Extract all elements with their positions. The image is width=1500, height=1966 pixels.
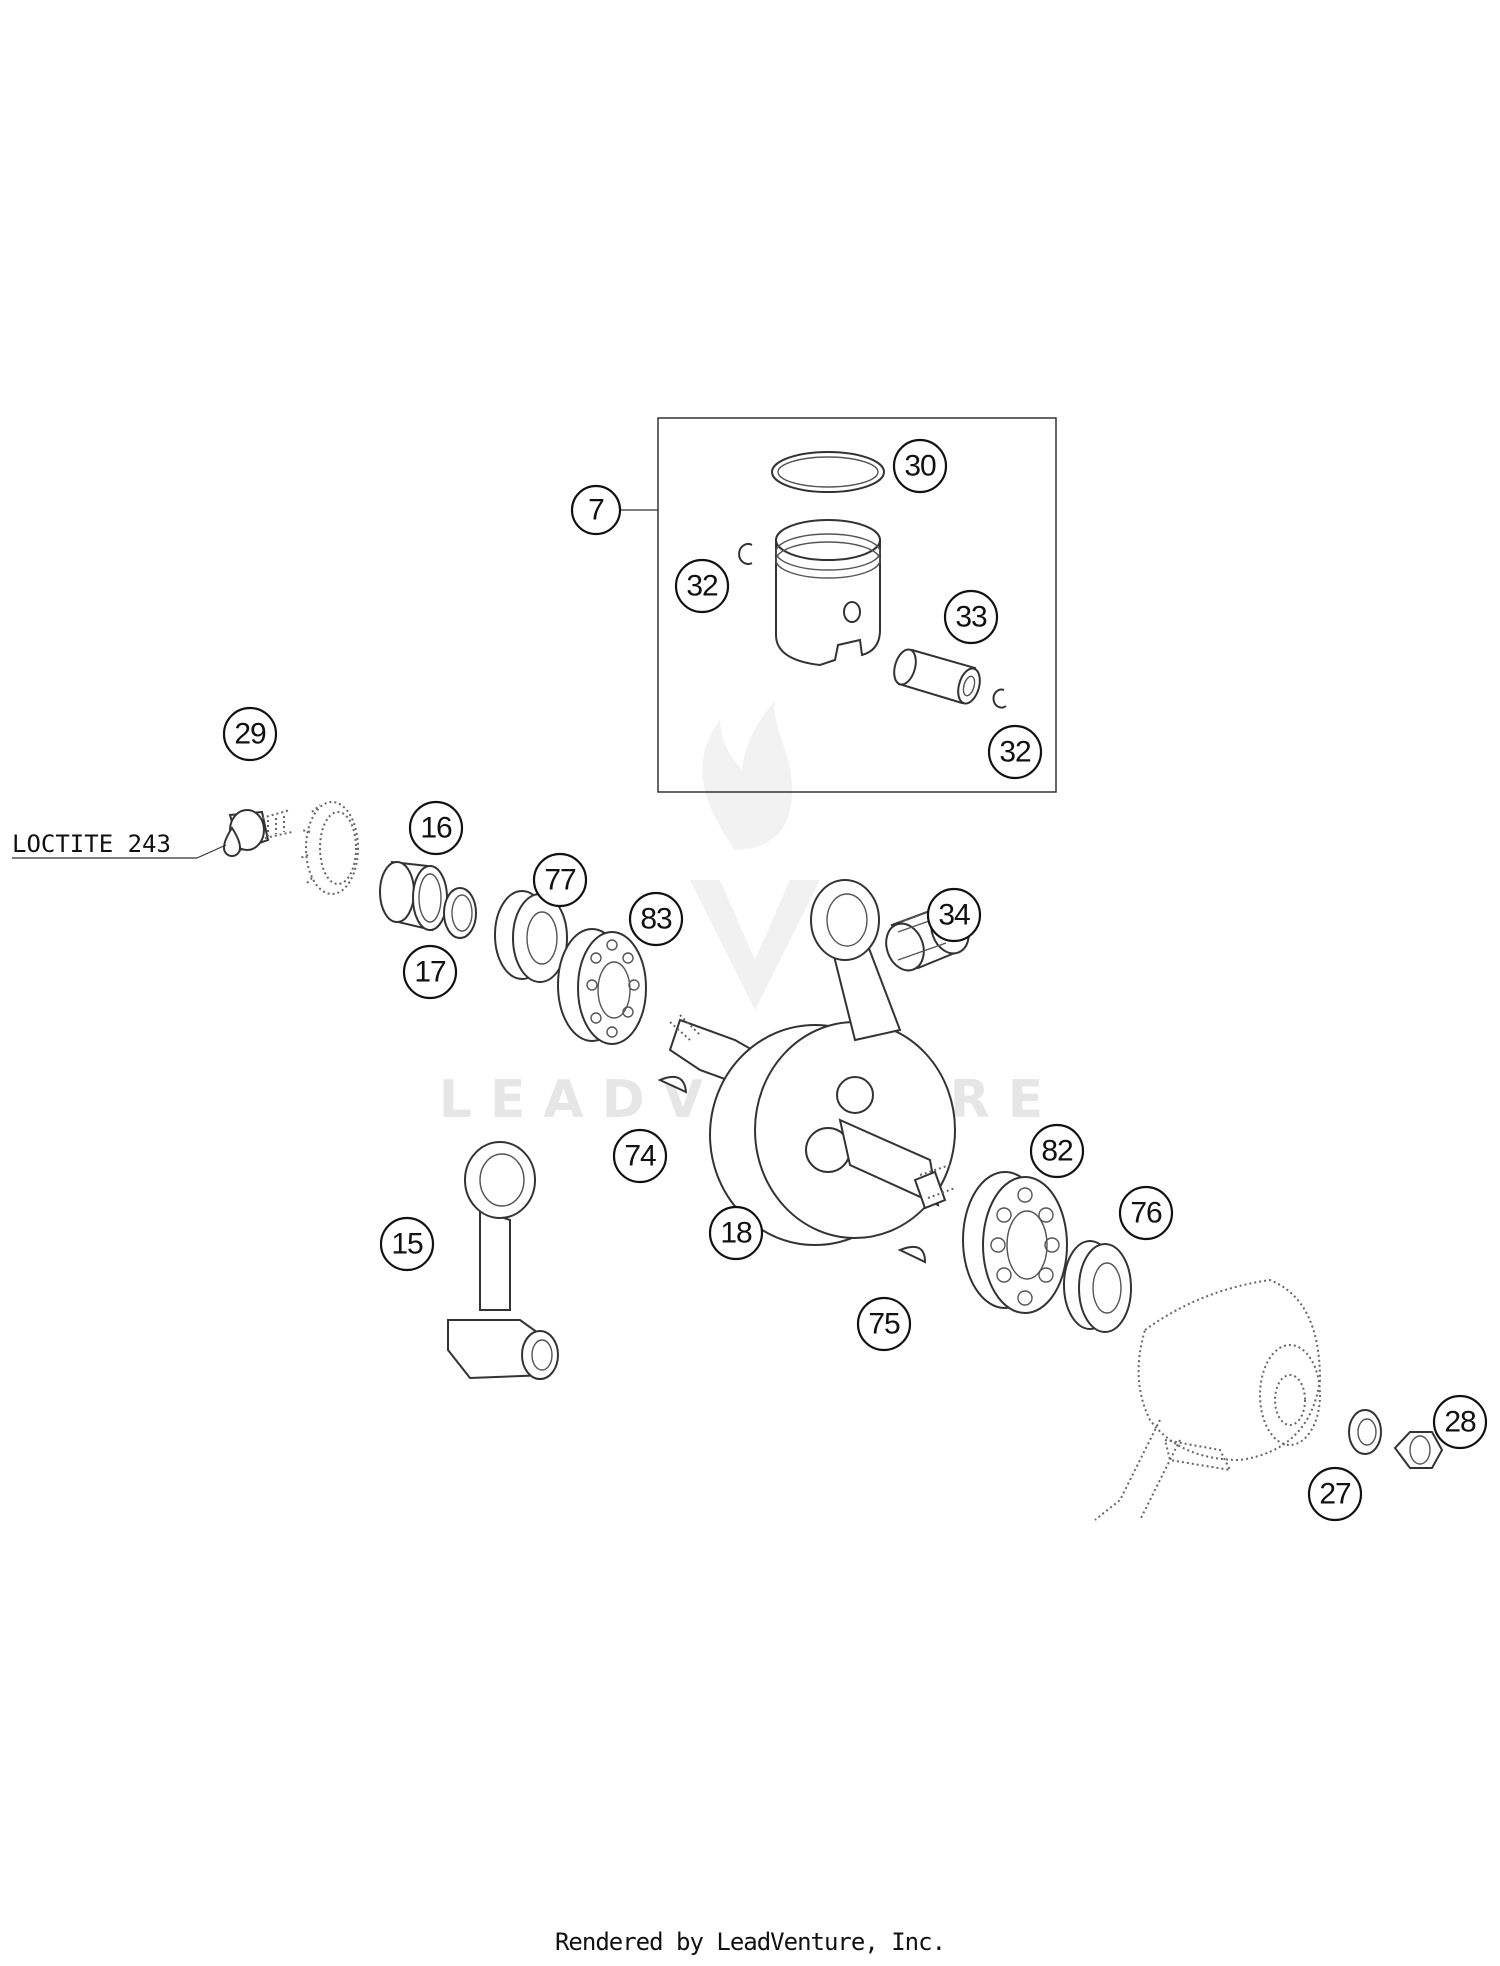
shaft-seal-icon [1063, 1240, 1132, 1333]
svg-text:34: 34 [938, 899, 970, 932]
callout-75[interactable]: 75 [856, 1296, 912, 1352]
svg-text:32: 32 [999, 736, 1031, 769]
callout-28[interactable]: 28 [1432, 1394, 1488, 1450]
washer-icon [1348, 1409, 1382, 1455]
loctite-note: LOCTITE 243 [12, 830, 171, 858]
footer-credit: Rendered by LeadVenture, Inc. [555, 1928, 945, 1956]
svg-text:27: 27 [1319, 1478, 1351, 1511]
svg-text:17: 17 [414, 956, 446, 989]
callout-30[interactable]: 30 [892, 438, 948, 494]
svg-text:82: 82 [1041, 1135, 1073, 1168]
callout-7[interactable]: 7 [570, 484, 622, 536]
callout-83[interactable]: 83 [628, 891, 684, 947]
crankshaft-icon [668, 879, 956, 1246]
bushing-icon [379, 860, 448, 932]
svg-text:74: 74 [624, 1140, 656, 1173]
callout-15[interactable]: 15 [379, 1216, 435, 1272]
callout-77[interactable]: 77 [532, 852, 588, 908]
callout-74[interactable]: 74 [612, 1128, 668, 1184]
callout-33[interactable]: 33 [943, 589, 999, 645]
shaft-seal-icon [494, 890, 568, 983]
svg-text:18: 18 [720, 1217, 752, 1250]
callout-34[interactable]: 34 [926, 887, 982, 943]
bearing-icon [962, 1171, 1068, 1314]
svg-text:29: 29 [234, 718, 266, 751]
woodruff-key-icon [657, 1076, 688, 1094]
flywheel-housing-icon [1094, 1278, 1322, 1521]
svg-text:16: 16 [420, 812, 452, 845]
callout-18[interactable]: 18 [708, 1205, 764, 1261]
svg-text:33: 33 [955, 601, 987, 634]
piston-kit-box [657, 417, 1057, 793]
callout-32-upper[interactable]: 32 [674, 558, 730, 614]
piston-icon [775, 519, 881, 667]
svg-text:30: 30 [904, 450, 936, 483]
woodruff-key-icon [897, 1246, 927, 1264]
callout-16[interactable]: 16 [408, 800, 464, 856]
callout-32-lower[interactable]: 32 [987, 724, 1043, 780]
loctite-drop-icon [222, 826, 242, 857]
connecting-rod-icon [447, 1141, 559, 1380]
watermark-logo [690, 700, 820, 1010]
callout-82[interactable]: 82 [1029, 1123, 1085, 1179]
svg-text:83: 83 [640, 903, 672, 936]
callout-27[interactable]: 27 [1307, 1466, 1363, 1522]
callout-17[interactable]: 17 [402, 944, 458, 1000]
piston-ring-icon [771, 451, 885, 493]
svg-text:75: 75 [868, 1308, 900, 1341]
piston-pin-icon [893, 648, 981, 705]
callout-76[interactable]: 76 [1118, 1185, 1174, 1241]
callout-29[interactable]: 29 [222, 706, 278, 762]
gear-icon [299, 801, 359, 895]
circlip-icon [738, 543, 1007, 709]
washer-icon [443, 887, 477, 939]
svg-text:77: 77 [544, 864, 576, 897]
nut-icon [1393, 1431, 1444, 1469]
svg-text:28: 28 [1444, 1406, 1476, 1439]
svg-text:76: 76 [1130, 1197, 1162, 1230]
bearing-icon [557, 928, 647, 1045]
svg-text:15: 15 [391, 1228, 423, 1261]
svg-text:7: 7 [588, 494, 604, 527]
svg-text:32: 32 [686, 570, 718, 603]
